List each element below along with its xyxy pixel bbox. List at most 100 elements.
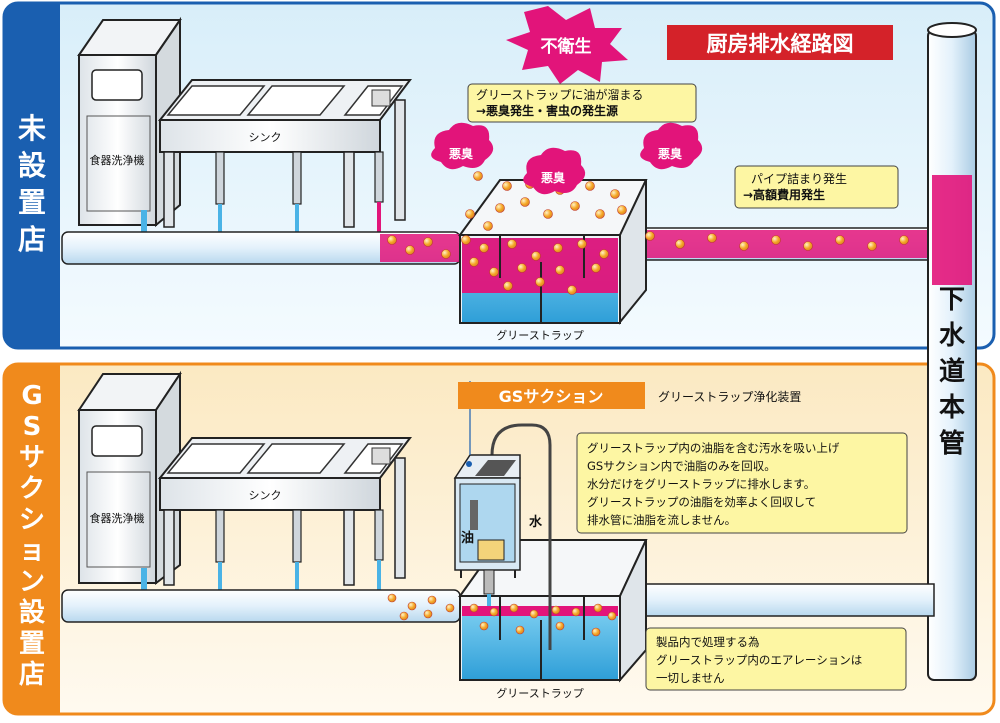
odor-cloud-2: 悪臭	[523, 147, 586, 195]
oil-bead	[835, 235, 845, 245]
note-oil-buildup: グリーストラップに油が溜まる →悪臭発生・害虫の発生源	[467, 83, 697, 123]
oil-bead	[675, 239, 685, 249]
oil-bead	[520, 197, 530, 207]
svg-text:グリーストラップ内の油脂を含む汚水を吸い上げ: グリーストラップ内の油脂を含む汚水を吸い上げ	[587, 441, 840, 455]
vertical-char: 置	[19, 629, 45, 659]
oil-bead	[479, 243, 489, 253]
top-side-band	[4, 3, 60, 348]
oil-bead	[515, 625, 525, 635]
vertical-char: 水	[939, 321, 966, 351]
oil-bead	[529, 609, 539, 619]
svg-text:→悪臭発生・害虫の発生源: →悪臭発生・害虫の発生源	[476, 103, 618, 118]
oil-bead	[803, 241, 813, 251]
svg-text:グリーストラップの油脂を効率よく回収して: グリーストラップの油脂を効率よく回収して	[587, 495, 816, 509]
svg-text:製品内で処理する為: 製品内で処理する為	[656, 635, 760, 649]
oil-bead	[461, 235, 471, 245]
oil-bead	[577, 239, 587, 249]
oil-beads-bottom	[387, 593, 617, 637]
vertical-char: 道	[939, 356, 965, 387]
svg-text:一切しません: 一切しません	[656, 671, 725, 685]
oil-bead	[607, 611, 617, 621]
oil-bead	[441, 249, 451, 259]
vertical-char: ン	[19, 567, 45, 597]
note-suction-process: グリーストラップ内の油脂を含む汚水を吸い上げ GSサクション内で油脂のみを回収。…	[576, 432, 908, 534]
vertical-char: ク	[19, 474, 45, 504]
oil-bead	[535, 277, 545, 287]
oil-bead	[502, 181, 512, 191]
bottom-scene: 食器洗浄機 シンク	[61, 370, 935, 700]
oil-bead	[469, 257, 479, 267]
sink-unit: シンク	[141, 79, 412, 238]
vertical-char: サ	[19, 443, 45, 473]
svg-text:水分だけをグリーストラップに排水します。: 水分だけをグリーストラップに排水します。	[587, 477, 815, 491]
oil-bead	[387, 235, 397, 245]
bottom-side-band	[4, 364, 60, 714]
dishwasher-label-bottom: 食器洗浄機	[90, 511, 145, 525]
grease-trap-label-bottom: グリーストラップ	[496, 686, 583, 700]
oil-bead	[503, 281, 513, 291]
oil-bead	[489, 607, 499, 617]
burst-label: 不衛生	[541, 36, 592, 57]
vertical-char: 設	[18, 149, 47, 182]
grease-trap: グリーストラップ	[458, 179, 648, 342]
vertical-char: 店	[19, 660, 45, 690]
oil-bead	[707, 233, 717, 243]
oil-bead	[771, 235, 781, 245]
oil-bead	[555, 265, 565, 275]
vertical-char: シ	[19, 505, 45, 535]
oil-bead	[483, 221, 493, 231]
oil-bead	[553, 243, 563, 253]
oil-bead	[509, 603, 519, 613]
oil-bead	[551, 605, 561, 615]
vertical-char: 下	[939, 285, 965, 315]
oil-bead	[595, 209, 605, 219]
oil-bead	[465, 209, 475, 219]
oil-bead	[599, 249, 609, 259]
oil-bead	[479, 621, 489, 631]
oil-bead	[469, 603, 479, 613]
oil-bead	[591, 627, 601, 637]
vertical-char: ョ	[19, 536, 45, 566]
svg-text:厨房排水経路図: 厨房排水経路図	[707, 32, 854, 56]
oil-label: 油	[461, 530, 474, 546]
note-no-aeration: 製品内で処理する為 グリーストラップ内のエアレーションは 一切しません	[645, 627, 907, 691]
oil-bead	[387, 593, 397, 603]
svg-text:悪臭: 悪臭	[449, 146, 473, 161]
odor-cloud-1: 悪臭	[431, 122, 494, 170]
oil-bead	[405, 245, 415, 255]
vertical-char: 管	[939, 429, 965, 459]
oil-bead	[489, 267, 499, 277]
oil-bead	[610, 189, 620, 199]
oil-bead	[593, 603, 603, 613]
oil-bead	[570, 201, 580, 211]
vertical-char: 未	[18, 112, 46, 145]
oil-bead	[543, 209, 553, 219]
svg-text:GSサクション: GSサクション	[499, 387, 604, 406]
oil-bead	[399, 611, 409, 621]
oil-bead	[517, 263, 527, 273]
oil-bead	[423, 237, 433, 247]
svg-text:パイプ詰まり発生: パイプ詰まり発生	[751, 171, 847, 186]
sink-label-bottom: シンク	[249, 489, 282, 502]
product-name-badge: GSサクション	[458, 382, 645, 409]
oil-bead	[899, 235, 909, 245]
oil-bead	[567, 285, 577, 295]
water-label: 水	[529, 514, 543, 530]
sink-label: シンク	[249, 131, 282, 144]
page-title: 厨房排水経路図	[667, 25, 893, 60]
product-description: グリーストラップ浄化装置	[658, 390, 801, 404]
top-scene: 食器洗浄機 シンク	[61, 6, 967, 342]
vertical-char: 設	[19, 597, 46, 628]
note-pipe-clog: パイプ詰まり発生 →高額費用発生	[734, 165, 899, 209]
oil-bead	[407, 601, 417, 611]
vertical-char: S	[23, 412, 42, 442]
vertical-char: 店	[18, 223, 46, 256]
dishwasher-label: 食器洗浄機	[90, 153, 145, 167]
vertical-char: 置	[18, 186, 46, 219]
oil-bead	[867, 241, 877, 251]
oil-bead	[585, 181, 595, 191]
svg-text:悪臭: 悪臭	[541, 170, 565, 185]
